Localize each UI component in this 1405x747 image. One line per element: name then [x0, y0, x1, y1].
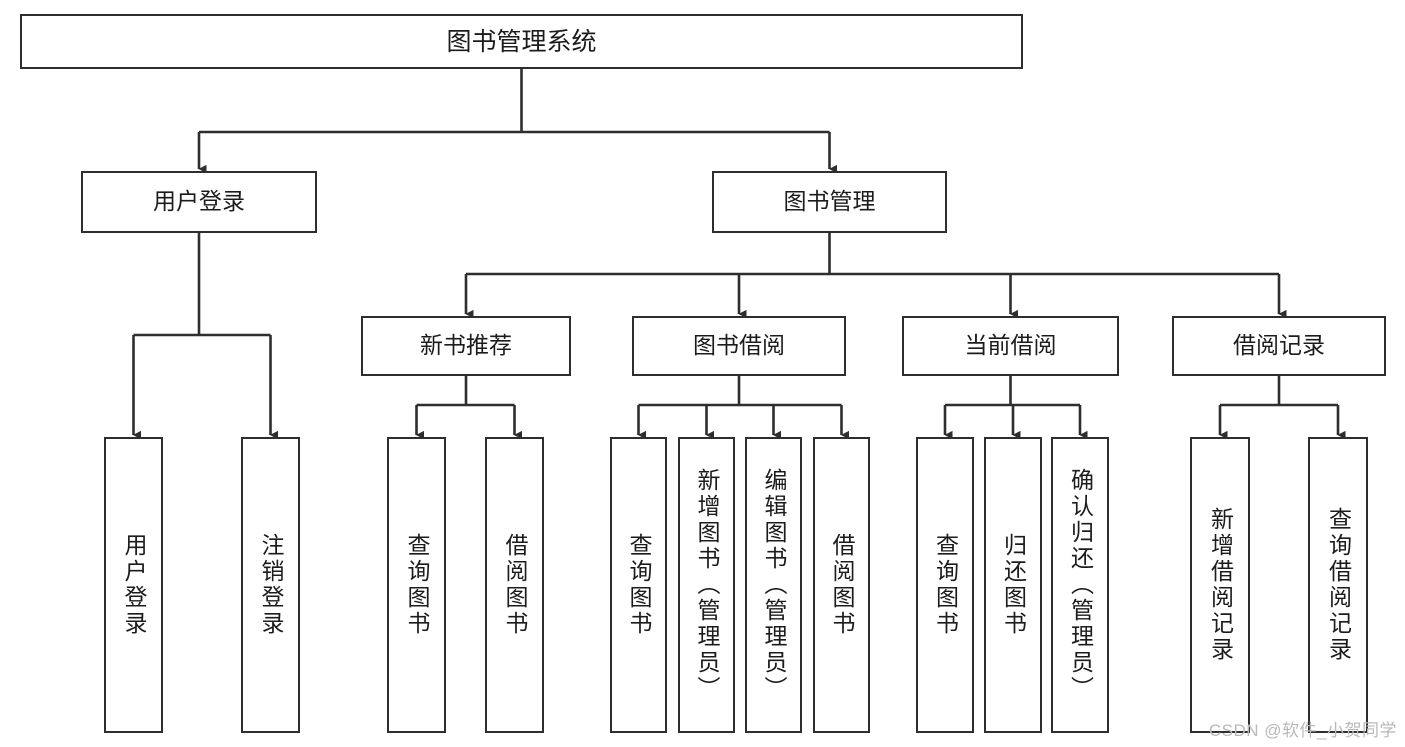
level2-node-1[interactable]: 图书借阅: [632, 316, 846, 376]
leaf-node-12[interactable]: 查询借阅记录: [1308, 437, 1368, 733]
leaf-node-0[interactable]: 用户登录: [104, 437, 163, 733]
root-node-label: 图书管理系统: [446, 27, 597, 56]
level2-node-2-label: 当前借阅: [964, 332, 1057, 359]
leaf-node-11-label: 新增借阅记录: [1207, 507, 1234, 663]
level2-node-1-label: 图书借阅: [693, 332, 785, 359]
leaf-node-9-label: 归还图书: [1000, 533, 1027, 637]
leaf-node-2[interactable]: 查询图书: [387, 437, 446, 733]
leaf-node-10-label: 确认归还（管理员）: [1067, 468, 1094, 702]
level2-node-0-label: 新书推荐: [420, 332, 512, 359]
level2-node-3[interactable]: 借阅记录: [1172, 316, 1386, 376]
level2-node-2[interactable]: 当前借阅: [902, 316, 1119, 376]
level1-node-1[interactable]: 图书管理: [712, 171, 947, 233]
leaf-node-1[interactable]: 注销登录: [241, 437, 300, 733]
leaf-node-12-label: 查询借阅记录: [1325, 507, 1352, 663]
leaf-node-5-label: 新增图书（管理员）: [694, 468, 720, 702]
leaf-node-6[interactable]: 编辑图书（管理员）: [745, 437, 802, 733]
leaf-node-0-label: 用户登录: [121, 533, 147, 637]
root-node[interactable]: 图书管理系统: [20, 14, 1023, 69]
level1-node-0[interactable]: 用户登录: [81, 171, 317, 233]
leaf-node-8[interactable]: 查询图书: [916, 437, 974, 733]
leaf-node-7-label: 借阅图书: [829, 533, 855, 637]
leaf-node-4[interactable]: 查询图书: [610, 437, 667, 733]
leaf-node-10[interactable]: 确认归还（管理员）: [1051, 437, 1109, 733]
leaf-node-11[interactable]: 新增借阅记录: [1190, 437, 1250, 733]
leaf-node-6-label: 编辑图书（管理员）: [761, 468, 787, 702]
leaf-node-1-label: 注销登录: [258, 533, 284, 637]
leaf-node-7[interactable]: 借阅图书: [813, 437, 870, 733]
leaf-node-9[interactable]: 归还图书: [984, 437, 1042, 733]
leaf-node-3[interactable]: 借阅图书: [485, 437, 544, 733]
level1-node-0-label: 用户登录: [153, 188, 245, 215]
level2-node-0[interactable]: 新书推荐: [361, 316, 571, 376]
level1-node-1-label: 图书管理: [783, 188, 876, 215]
leaf-node-3-label: 借阅图书: [502, 533, 528, 637]
leaf-node-8-label: 查询图书: [932, 533, 959, 637]
leaf-node-4-label: 查询图书: [626, 533, 652, 637]
level2-node-3-label: 借阅记录: [1233, 332, 1325, 359]
leaf-node-2-label: 查询图书: [404, 533, 430, 637]
leaf-node-5[interactable]: 新增图书（管理员）: [678, 437, 735, 733]
connector-group: [132, 69, 1346, 440]
